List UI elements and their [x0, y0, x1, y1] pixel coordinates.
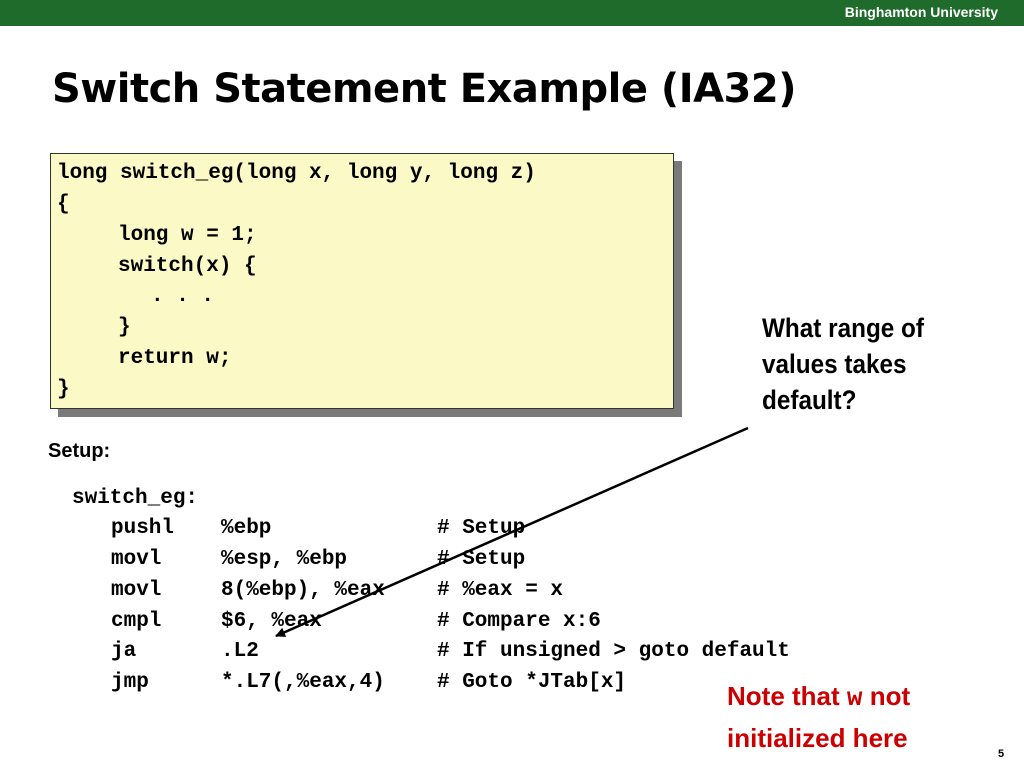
- asm-args-4: $6, %eax: [221, 610, 322, 633]
- slide-title: Switch Statement Example (IA32): [52, 66, 796, 112]
- question-line-3: default?: [762, 385, 857, 415]
- code-line-6: }: [118, 316, 131, 339]
- code-line-2: {: [57, 193, 70, 216]
- range-question-callout: What range of values takes default?: [762, 310, 960, 418]
- note-line-1: Note that w not: [727, 676, 987, 718]
- asm-args-1: %ebp: [221, 517, 272, 540]
- setup-label: Setup:: [48, 440, 111, 462]
- question-line-2: values takes: [762, 349, 907, 379]
- code-line-1: long switch_eg(long x, long y, long z): [57, 162, 536, 185]
- c-code-box: [50, 153, 674, 409]
- asm-op-2: movl: [111, 548, 162, 571]
- asm-op-1: pushl: [111, 517, 175, 540]
- asm-args-5: .L2: [221, 640, 259, 663]
- header-bar: Binghamton University: [0, 0, 1024, 26]
- code-line-8: }: [57, 378, 70, 401]
- code-line-4: switch(x) {: [118, 255, 257, 278]
- asm-args-6: *.L7(,%eax,4): [221, 671, 385, 694]
- asm-args-3: 8(%ebp), %eax: [221, 579, 385, 602]
- asm-args-2: %esp, %ebp: [221, 548, 348, 571]
- asm-op-3: movl: [111, 579, 162, 602]
- code-line-7: return w;: [118, 347, 232, 370]
- note-line-2: initialized here: [727, 723, 908, 753]
- asm-op-5: ja: [111, 640, 137, 663]
- asm-op-4: cmpl: [111, 610, 162, 633]
- note-variable: w: [846, 683, 863, 713]
- asm-comment-4: # Compare x:6: [437, 610, 601, 633]
- question-line-1: What range of: [762, 313, 924, 343]
- note-text-after: not: [862, 681, 911, 711]
- asm-label-line: switch_eg:: [72, 487, 199, 510]
- asm-comment-3: # %eax = x: [437, 579, 564, 602]
- asm-op-6: jmp: [111, 671, 149, 694]
- code-line-3: long w = 1;: [118, 224, 257, 247]
- asm-comment-6: # Goto *JTab[x]: [437, 671, 627, 694]
- initialization-note: Note that w not initialized here: [727, 676, 987, 758]
- university-name: Binghamton University: [844, 4, 998, 20]
- note-text-before: Note that: [727, 681, 847, 711]
- page-number: 5: [998, 748, 1005, 760]
- asm-comment-5: # If unsigned > goto default: [437, 640, 790, 663]
- code-line-5: . . .: [151, 285, 215, 308]
